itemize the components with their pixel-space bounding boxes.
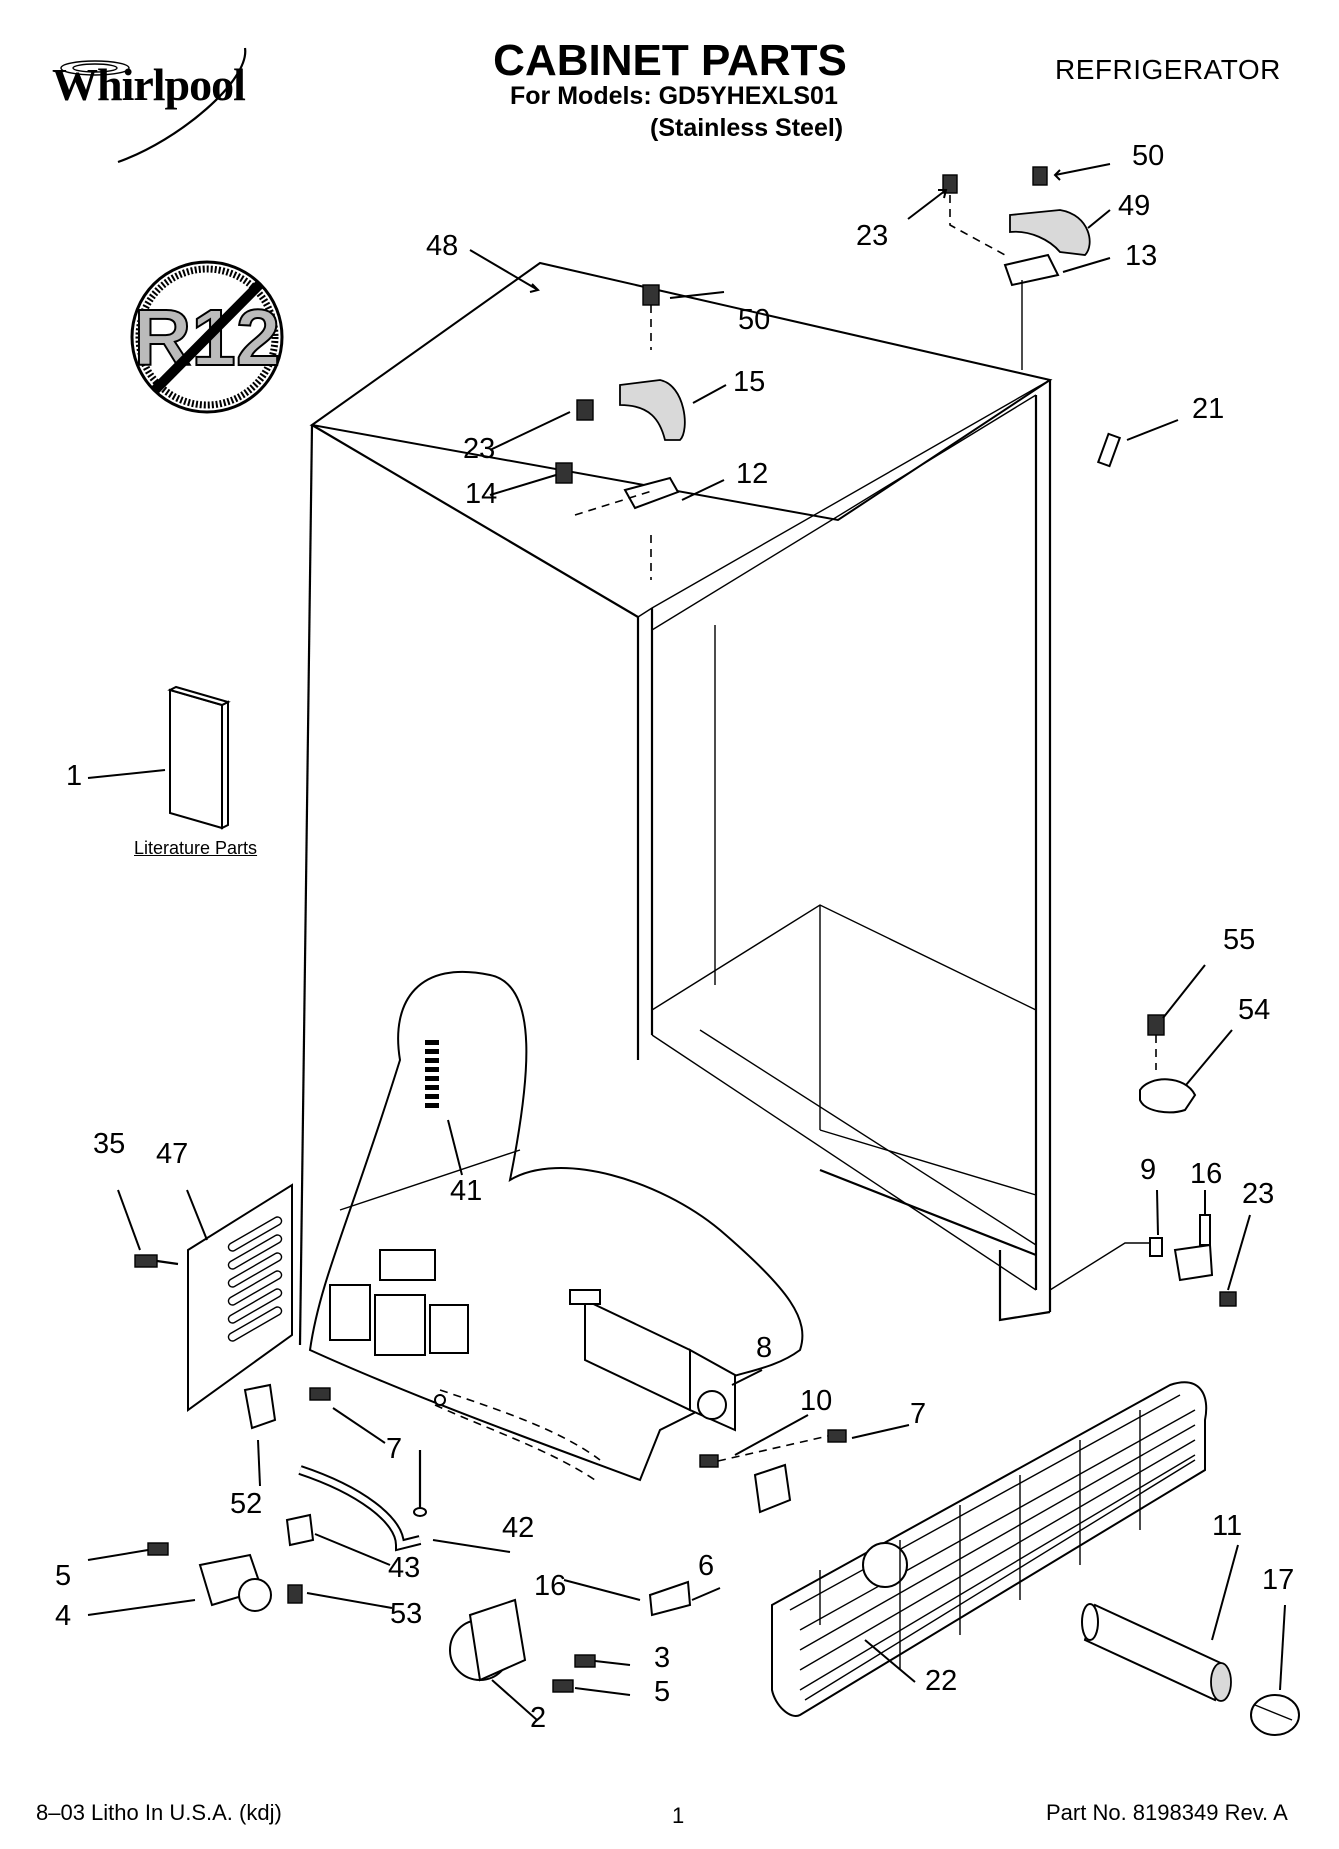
callout-13: 13 bbox=[1125, 240, 1158, 272]
callout-53: 53 bbox=[390, 1598, 423, 1630]
screw-icon bbox=[134, 1254, 179, 1268]
callout-7: 7 bbox=[386, 1433, 403, 1465]
model-finish: (Stainless Steel) bbox=[650, 114, 844, 142]
callout-54: 54 bbox=[1238, 994, 1271, 1026]
callout-21: 21 bbox=[1192, 393, 1225, 425]
callout-23: 23 bbox=[463, 433, 496, 465]
hinge-bracket-9-16 bbox=[1149, 1214, 1237, 1307]
callout-6: 6 bbox=[698, 1550, 715, 1582]
hinge-pin-21 bbox=[1096, 432, 1122, 468]
callout-3: 3 bbox=[654, 1642, 671, 1674]
rear-access-panel bbox=[187, 1183, 293, 1412]
page-title: CABINET PARTS bbox=[493, 36, 847, 85]
whirlpool-swirl-icon bbox=[60, 47, 247, 164]
callout-14: 14 bbox=[465, 478, 498, 510]
callout-50: 50 bbox=[1132, 140, 1165, 172]
callout-7: 7 bbox=[910, 1398, 927, 1430]
callout-10: 10 bbox=[800, 1385, 833, 1417]
callout-49: 49 bbox=[1118, 190, 1151, 222]
callout-23: 23 bbox=[1242, 1178, 1275, 1210]
part-number: Part No. 8198349 Rev. A bbox=[1046, 1800, 1288, 1825]
front-roller bbox=[147, 1542, 272, 1612]
callout-42: 42 bbox=[502, 1512, 535, 1544]
tube-clamp-52 bbox=[243, 1383, 331, 1430]
callout-47: 47 bbox=[156, 1138, 189, 1170]
lower-hinge bbox=[1139, 1014, 1197, 1114]
callout-55: 55 bbox=[1223, 924, 1256, 956]
callout-22: 22 bbox=[925, 1665, 958, 1697]
drain-pan-assembly bbox=[569, 1289, 736, 1432]
page-number: 1 bbox=[672, 1803, 685, 1828]
model-line: For Models: GD5YHEXLS01 bbox=[510, 82, 838, 110]
literature-parts-label: Literature Parts bbox=[134, 838, 258, 858]
callout-23: 23 bbox=[856, 220, 889, 252]
callout-16: 16 bbox=[534, 1570, 567, 1602]
callout-11: 11 bbox=[1212, 1510, 1243, 1542]
callout-1: 1 bbox=[66, 760, 83, 792]
callout-50: 50 bbox=[738, 304, 771, 336]
top-hinge-right bbox=[942, 166, 1091, 370]
callout-48: 48 bbox=[426, 230, 459, 262]
callout-4: 4 bbox=[55, 1600, 72, 1632]
water-filter bbox=[1081, 1603, 1232, 1702]
rear-roller bbox=[449, 1598, 596, 1693]
callout-5: 5 bbox=[55, 1560, 72, 1592]
print-info: 8–03 Litho In U.S.A. (kdj) bbox=[36, 1800, 282, 1825]
callout-41: 41 bbox=[450, 1175, 483, 1207]
no-r12-badge: R12 bbox=[130, 260, 284, 414]
callout-15: 15 bbox=[733, 366, 766, 398]
toe-grille bbox=[771, 1381, 1208, 1717]
top-hinge-left bbox=[555, 284, 686, 580]
callout-35: 35 bbox=[93, 1128, 126, 1160]
callout-16: 16 bbox=[1190, 1158, 1223, 1190]
appliance-category: REFRIGERATOR bbox=[1055, 54, 1281, 85]
cabinet-shell bbox=[298, 261, 1150, 1346]
bracket-6-10 bbox=[648, 1429, 847, 1617]
filter-cap bbox=[1250, 1694, 1300, 1736]
callout-17: 17 bbox=[1262, 1564, 1295, 1596]
literature-booklet-icon bbox=[167, 685, 231, 830]
water-tube-42 bbox=[298, 1450, 427, 1552]
leader-lines bbox=[87, 163, 1286, 1721]
clip-43 bbox=[285, 1513, 315, 1604]
callout-2: 2 bbox=[530, 1702, 547, 1734]
callout-52: 52 bbox=[230, 1488, 263, 1520]
callout-43: 43 bbox=[388, 1552, 421, 1584]
callout-9: 9 bbox=[1140, 1154, 1157, 1186]
callout-5: 5 bbox=[654, 1676, 671, 1708]
callout-8: 8 bbox=[756, 1332, 773, 1364]
callout-12: 12 bbox=[736, 458, 769, 490]
